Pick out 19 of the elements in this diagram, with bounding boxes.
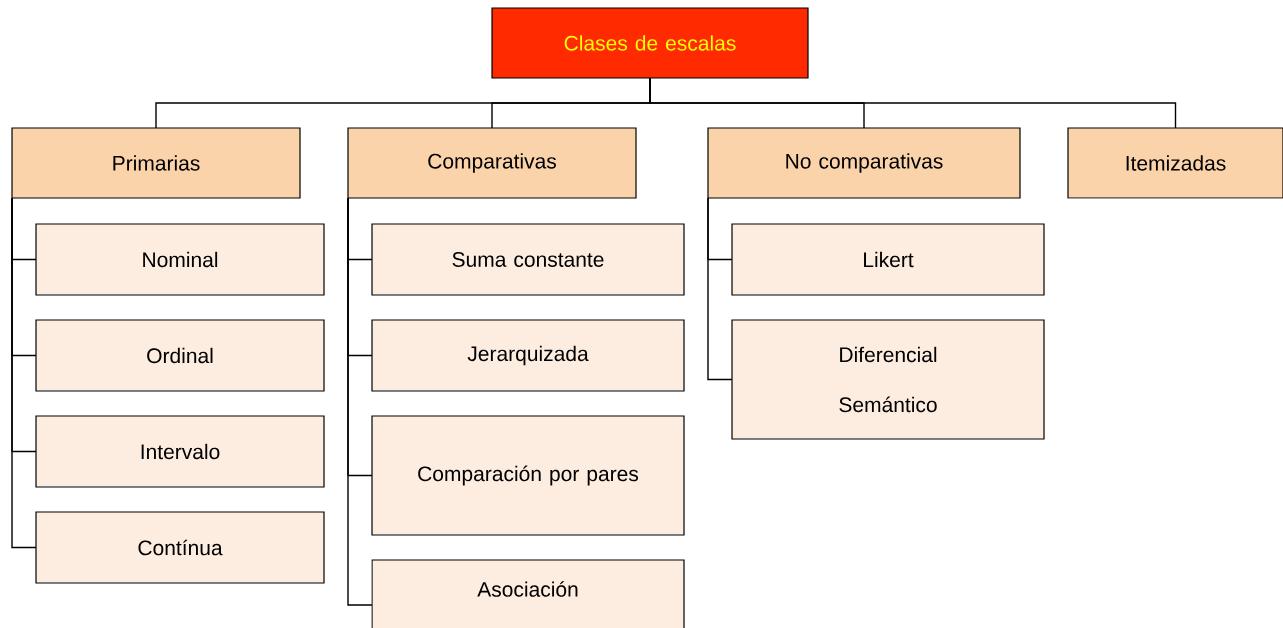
category-box: Comparativas: [347, 127, 637, 199]
category-box: Itemizadas: [1067, 127, 1283, 199]
category-box: No comparativas: [707, 127, 1021, 199]
item-box: Asociación: [371, 559, 685, 628]
category-box: Primarias: [11, 127, 301, 199]
item-box: Contínua: [35, 511, 325, 584]
item-box: Diferencial Semántico: [731, 319, 1045, 440]
item-box: Jerarquizada: [371, 319, 685, 392]
connector-line: [347, 197, 373, 606]
item-box: Suma constante: [371, 223, 685, 296]
item-box: Ordinal: [35, 319, 325, 392]
connector-line: [11, 197, 37, 549]
connector-line: [707, 197, 733, 381]
connector-line: [649, 77, 1177, 129]
item-box: Likert: [731, 223, 1045, 296]
title-box: Clases de escalas: [491, 7, 809, 79]
item-box: Intervalo: [35, 415, 325, 488]
item-box: Nominal: [35, 223, 325, 296]
item-box: Comparación por pares: [371, 415, 685, 536]
